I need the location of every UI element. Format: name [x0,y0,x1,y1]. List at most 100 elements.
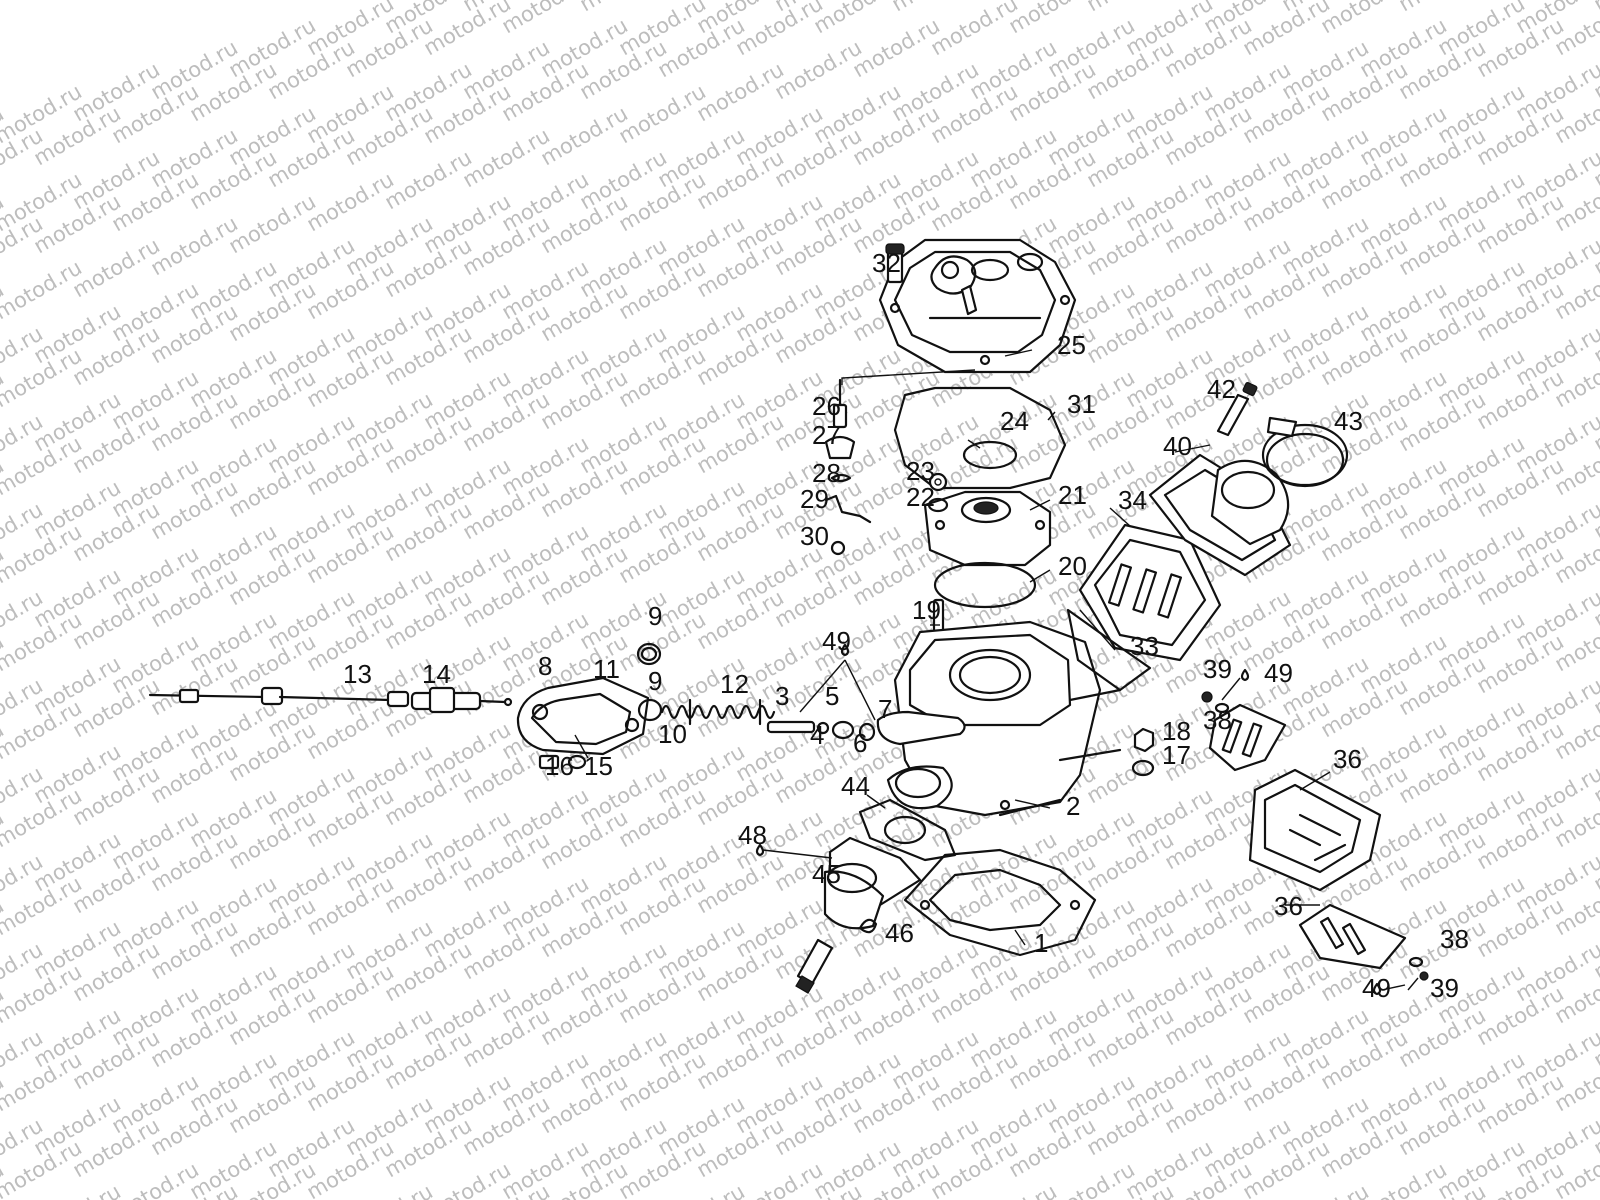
watermark-text: motod.ru [732,1157,827,1200]
callout-c17: 17 [1162,740,1191,770]
watermark-text: motod.ru [810,0,905,38]
watermark-text: motod.ru [1044,1157,1139,1200]
callout-c3: 3 [775,681,789,711]
callout-c38b: 38 [1440,924,1469,954]
cylinder-head-cover [878,238,1077,374]
callout-c5: 5 [825,681,839,711]
callout-c13: 13 [343,659,372,689]
callout-c1: 1 [1034,928,1048,958]
callout-c14: 14 [422,659,451,689]
watermark-text: motod.ru [69,233,164,302]
callout-c26: 26 [812,391,841,421]
reed-valve-block [1078,523,1222,662]
watermark-text: motod.ru [342,1179,437,1200]
exhaust-bolt [795,938,834,994]
callout-c29: 29 [800,484,829,514]
watermark-text: motod.ru [420,1157,515,1200]
cylinder-nut-washer [1131,727,1155,777]
drop-markers [840,643,1382,996]
callout-c10: 10 [658,719,687,749]
callout-c16: 16 [545,751,574,781]
exhaust-manifold [823,836,922,930]
valve-shaft [766,720,816,734]
callout-c45: 45 [812,859,841,889]
cable-adjuster [410,686,513,714]
callout-c43: 43 [1334,406,1363,436]
watermark-text: motod.ru [537,101,632,170]
callout-c34: 34 [1118,485,1147,515]
cylinder-oring [933,561,1037,609]
watermark-text: motod.ru [303,167,398,236]
watermark-text: motod.ru [459,123,554,192]
reed-gasket [1066,608,1152,692]
callout-c28: 28 [812,458,841,488]
callout-c39b: 39 [1430,973,1459,1003]
callout-c6: 6 [853,728,867,758]
callout-c44: 44 [841,771,870,801]
valve-oring-pair [636,642,663,722]
callout-c42: 42 [1207,374,1236,404]
callout-c36b: 36 [1274,891,1303,921]
watermark-text: motod.ru [1395,0,1490,16]
thermostat-fitting [824,378,872,556]
watermark-text: motod.ru [0,1157,8,1200]
callout-c11: 11 [593,654,620,684]
watermark-text: motod.ru [654,1179,749,1200]
callout-c7: 7 [878,694,892,724]
callout-c12: 12 [720,669,749,699]
head-bolt [885,243,905,284]
watermark-text: motod.ru [1317,0,1412,38]
watermark-text: motod.ru [147,211,242,280]
callout-c2: 2 [1066,791,1080,821]
callout-c30: 30 [800,521,829,551]
callout-c49b: 49 [1264,658,1293,688]
reed-petal-plate-upper [1208,703,1287,772]
callout-c23: 23 [906,456,935,486]
intake-bolt [1216,381,1258,437]
head-nut-and-washer [927,472,949,513]
watermark-text: motod.ru [849,13,944,82]
watermark-text: motod.ru [771,35,866,104]
callout-c36a: 36 [1333,744,1362,774]
callout-c25: 25 [1057,330,1086,360]
watermark-text: motod.ru [1005,0,1100,38]
exhaust-spring-clip [858,918,878,934]
cylinder-base-gasket [903,848,1097,957]
callout-c15: 15 [584,751,613,781]
callout-c24: 24 [1000,406,1029,436]
intake-manifold [1148,453,1292,577]
cylinder-barrel [876,620,1122,817]
watermark-text: motod.ru [693,57,788,126]
watermark-text: motod.ru [1356,1157,1451,1200]
head-gasket-oring [893,386,1067,490]
callout-c9a: 9 [648,601,662,631]
callout-c18: 18 [1162,716,1191,746]
valve-spring-set [660,698,776,726]
callout-c46: 46 [885,918,914,948]
callout-c9b: 9 [648,666,662,696]
callout-c31: 31 [1067,389,1096,419]
watermark-text: motod.ru [1278,1179,1373,1200]
control-cable [148,686,410,708]
watermark-text: motod.ru [966,1179,1061,1200]
actuator-cover [516,676,650,756]
callout-c33: 33 [1130,631,1159,661]
actuator-screw-washer [538,754,587,770]
callout-c40: 40 [1163,431,1192,461]
watermark-text: motod.ru [498,0,593,38]
watermark-text: motod.ru [615,79,710,148]
callout-c39a: 39 [1203,654,1232,684]
leader-lines [574,349,1419,991]
watermark-text: motod.ru [225,189,320,258]
reed-petal-plate-lower [1298,903,1407,970]
watermark-text: motod.ru [108,1157,203,1200]
callout-c8: 8 [538,651,552,681]
callout-c21: 21 [1058,480,1087,510]
callout-c32: 32 [872,248,901,278]
watermark-text: motod.ru [888,0,983,16]
callout-c27: 27 [812,420,841,450]
callout-c38a: 38 [1203,705,1232,735]
